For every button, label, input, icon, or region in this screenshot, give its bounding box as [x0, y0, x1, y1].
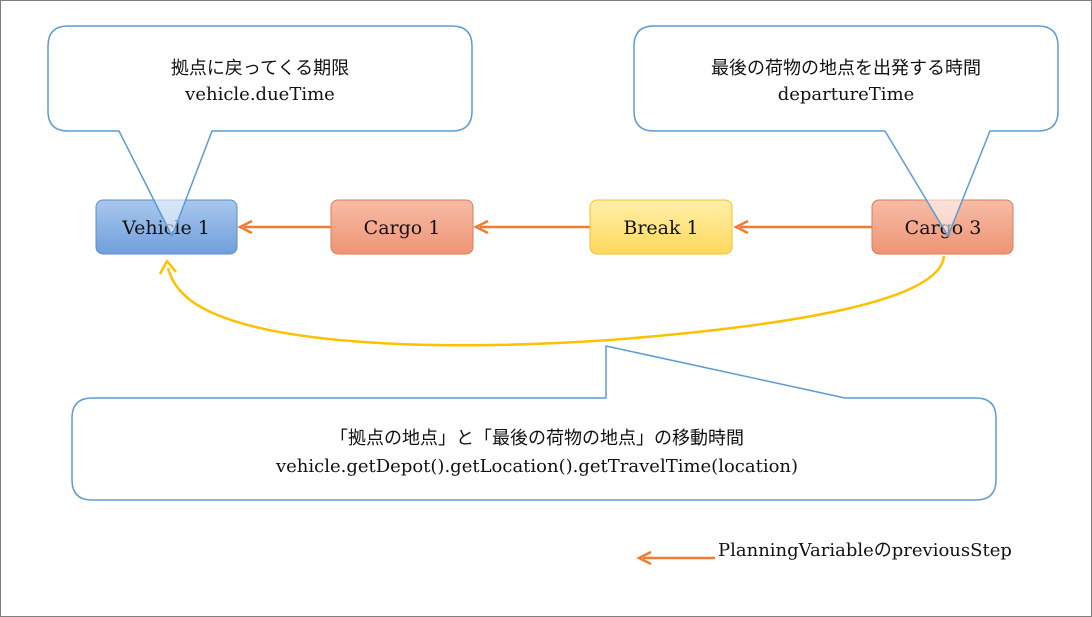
callout-line-1: 拠点に戻ってくる期限	[171, 58, 349, 79]
callout-departure-time: 最後の荷物の地点を出発する時間 departureTime	[633, 25, 1059, 237]
return-curve-arrowhead	[158, 259, 177, 275]
legend-arrow	[636, 550, 715, 566]
callout-line-2: vehicle.dueTime	[184, 84, 335, 105]
return-curve	[166, 255, 946, 347]
arrow-cargo1-to-vehicle1	[237, 219, 331, 235]
legend-label: PlanningVariableのpreviousStep	[718, 540, 1012, 561]
callout-due-time: 拠点に戻ってくる期限 vehicle.dueTime	[47, 25, 473, 237]
arrow-break1-to-cargo1	[473, 219, 590, 235]
node-cargo-1: Cargo 1	[330, 199, 474, 255]
node-break-1: Break 1	[589, 199, 733, 255]
callout-line-1: 「拠点の地点」と「最後の荷物の地点」の移動時間	[330, 428, 744, 449]
node-label: Cargo 1	[364, 217, 441, 239]
callout-line-1: 最後の荷物の地点を出発する時間	[711, 58, 981, 79]
arrow-cargo3-to-break1	[733, 219, 872, 235]
node-vehicle-1: Vehicle 1	[95, 199, 238, 255]
node-label: Vehicle 1	[121, 217, 210, 239]
node-label: Break 1	[623, 217, 698, 239]
callout-line-2: vehicle.getDepot().getLocation().getTrav…	[275, 456, 798, 477]
callout-travel-time: 「拠点の地点」と「最後の荷物の地点」の移動時間 vehicle.getDepot…	[71, 345, 997, 501]
callout-line-2: departureTime	[778, 84, 915, 105]
legend: PlanningVariableのpreviousStep	[636, 540, 1012, 566]
